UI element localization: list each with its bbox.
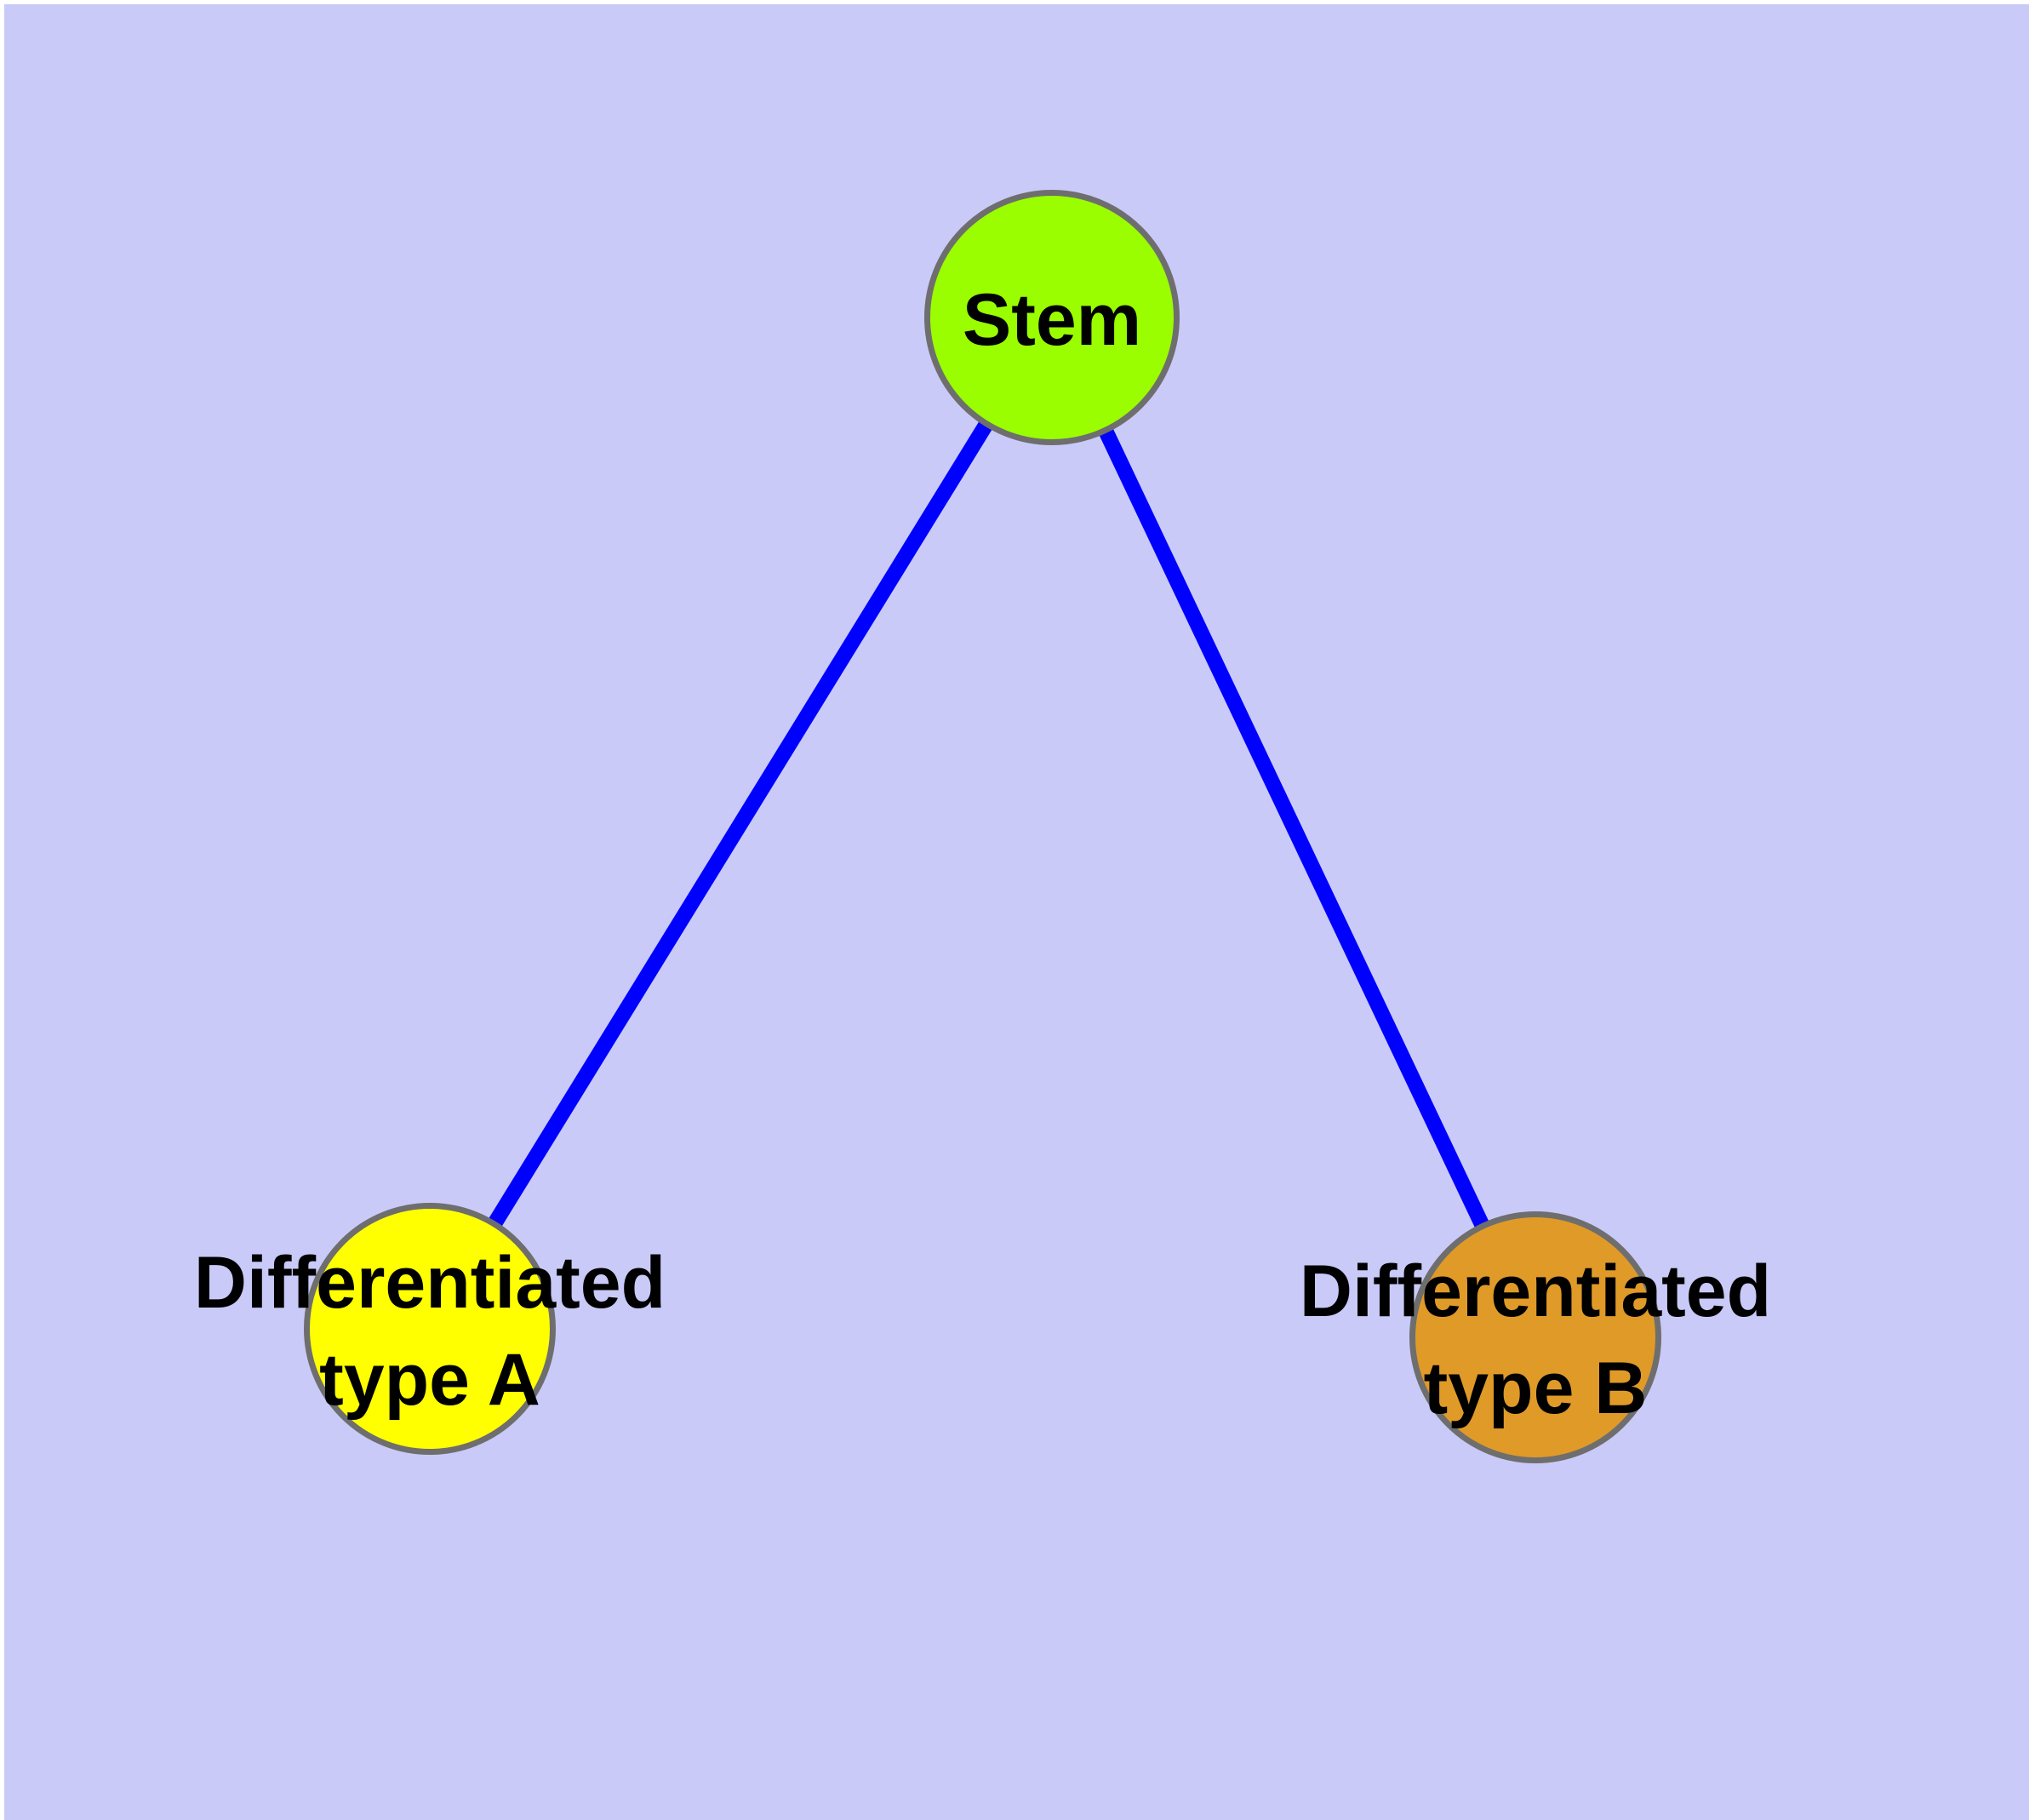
node-differentiated-type-a-label: Differentiated type A [194, 1234, 666, 1428]
node-differentiated-type-b-label-line2: type B [1423, 1348, 1648, 1429]
node-differentiated-type-b-label: Differentiated type B [1300, 1243, 1771, 1437]
node-stem [924, 190, 1180, 445]
node-differentiated-type-b-label-line1: Differentiated [1299, 1251, 1772, 1332]
window-edge-left [0, 0, 4, 1820]
edge-stem-to-type-b [1044, 314, 1543, 1341]
node-differentiated-type-a-label-line2: type A [319, 1339, 540, 1421]
node-differentiated-type-a [304, 1203, 556, 1455]
window-edge-top [0, 0, 2029, 4]
edge-stem-to-type-a [423, 313, 1059, 1333]
node-differentiated-type-a-label-line1: Differentiated [193, 1242, 666, 1324]
node-stem-label: Stem [962, 279, 1142, 361]
node-differentiated-type-b [1409, 1211, 1661, 1463]
